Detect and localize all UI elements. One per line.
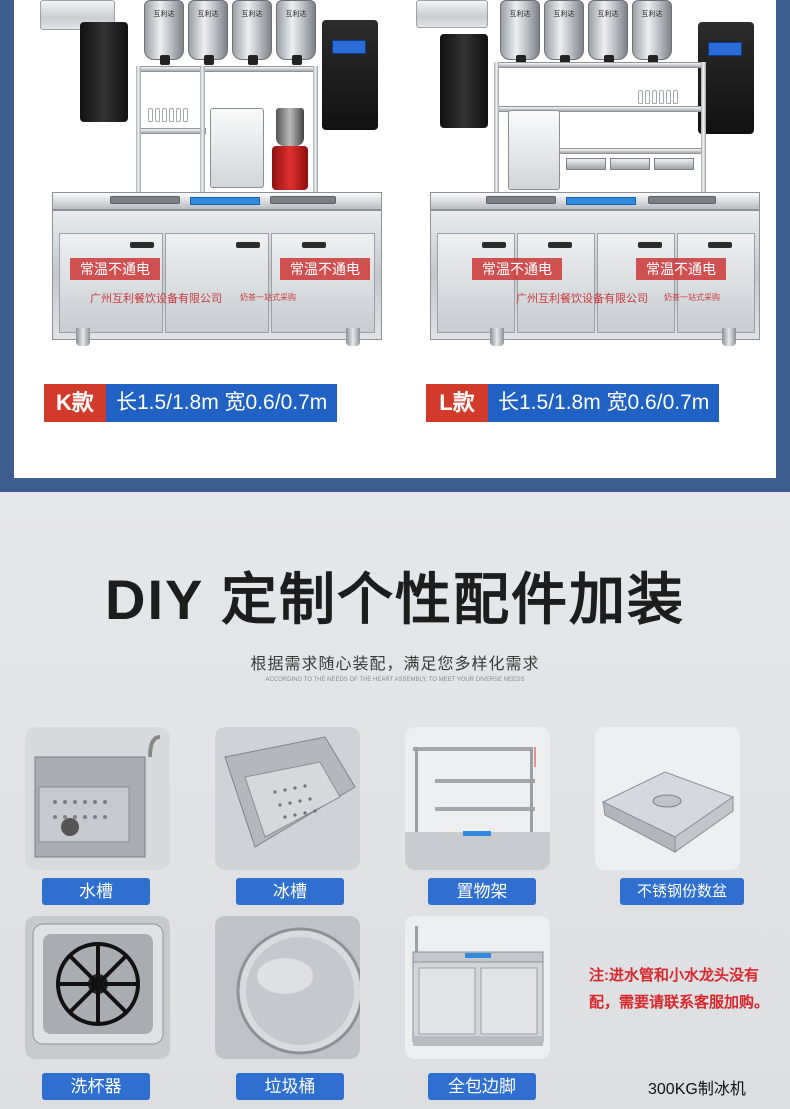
label-sink: 水槽	[42, 878, 150, 905]
counter-leg	[346, 328, 360, 346]
rack-top-shelf	[136, 66, 318, 72]
accessory-tile-sink	[25, 727, 170, 870]
steel-pan-icon	[595, 727, 740, 870]
diy-title: DIY 定制个性配件加装	[105, 568, 685, 631]
accessory-tile-shelf	[405, 727, 550, 870]
cabinet-door	[597, 233, 675, 333]
company-slogan: 奶茶一站式采购	[664, 293, 720, 302]
counter-leg	[490, 328, 504, 346]
cabinet-door	[437, 233, 515, 333]
cabinet-door	[271, 233, 375, 333]
ice-machine-caption: 300KG制冰机	[648, 1081, 746, 1098]
cup-sealer	[322, 20, 378, 130]
fructose-dispenser	[210, 108, 264, 188]
diy-subtitle-english: ACCORDING TO THE NEEDS OF THE HEART ASSE…	[265, 677, 525, 683]
cup-washer-icon	[25, 916, 170, 1059]
tea-bucket: 互利达	[144, 0, 184, 65]
rack-post	[701, 62, 706, 192]
ice-slot	[566, 197, 636, 205]
ice-machine	[80, 22, 128, 122]
tea-bucket: 互利达	[276, 0, 316, 65]
label-steel-pan: 不锈钢份数盆	[620, 878, 744, 905]
model-tag: L款	[426, 384, 488, 422]
model-tag: K款	[44, 384, 106, 422]
diy-subtitle: 根据需求随心装配，满足您多样化需求	[250, 656, 540, 673]
accessory-tile-trash-bin	[215, 916, 360, 1059]
label-shelf: 置物架	[428, 878, 536, 905]
sticker-ambient: 常温不通电	[636, 258, 726, 280]
rack-shelf	[556, 148, 704, 154]
full-edge-base-icon	[405, 916, 550, 1059]
section-divider	[0, 478, 790, 492]
rack-post	[313, 66, 318, 192]
fructose-dispenser	[508, 110, 560, 190]
label-cup-washer: 洗杯器	[42, 1073, 150, 1100]
sticker-ambient: 常温不通电	[70, 258, 160, 280]
company-name: 广州互利餐饮设备有限公司	[90, 293, 222, 305]
product-showcase-panel: 互利达 互利达 互利达 互利达 常温不通电 常温不通电 广州互	[14, 0, 776, 478]
steel-pan	[566, 158, 606, 170]
trash-bin-icon	[215, 916, 360, 1059]
rack-post	[494, 62, 499, 192]
label-full-edge-base: 全包边脚	[428, 1073, 536, 1100]
ice-machine-base	[416, 0, 488, 28]
sink-left	[110, 196, 180, 204]
accessory-tile-cup-washer	[25, 916, 170, 1059]
label-ice-tray: 冰槽	[236, 878, 344, 905]
ice-machine	[440, 34, 488, 128]
ice-tray-icon	[215, 727, 360, 870]
syrup-bottles	[148, 108, 190, 127]
accessory-tile-ice-tray	[215, 727, 360, 870]
cabinet-door	[677, 233, 755, 333]
model-l-label: L款 长1.5/1.8m 宽0.6/0.7m	[426, 384, 720, 422]
tea-bucket: 互利达	[188, 0, 228, 65]
syrup-bottles	[638, 90, 680, 109]
accessory-tile-steel-pan	[595, 727, 740, 870]
accessory-tile-full-edge-base	[405, 916, 550, 1059]
model-k-label: K款 长1.5/1.8m 宽0.6/0.7m	[44, 384, 338, 422]
shelf-icon	[405, 727, 550, 870]
sticker-ambient: 常温不通电	[280, 258, 370, 280]
model-spec: 长1.5/1.8m 宽0.6/0.7m	[488, 384, 720, 422]
rack-shelf	[136, 128, 206, 134]
rack-top-shelf	[494, 62, 704, 68]
sink-icon	[25, 727, 170, 870]
blender	[270, 108, 310, 190]
sticker-ambient: 常温不通电	[472, 258, 562, 280]
label-trash-bin: 垃圾桶	[236, 1073, 344, 1100]
counter-leg	[722, 328, 736, 346]
tea-bucket: 互利达	[500, 0, 540, 65]
tea-bucket: 互利达	[232, 0, 272, 65]
ice-machine-base	[40, 0, 115, 30]
tea-bucket: 互利达	[544, 0, 584, 65]
tea-bucket: 互利达	[632, 0, 672, 65]
steel-pan	[654, 158, 694, 170]
rack-post	[136, 66, 141, 192]
ice-slot	[190, 197, 260, 205]
cabinet-door	[517, 233, 595, 333]
counter-body	[430, 210, 760, 340]
rack-post	[200, 66, 205, 192]
accessory-note: 注:进水管和小水龙头没有配，需要请联系客服加购。	[589, 967, 770, 1011]
product-l-illustration: 互利达 互利达 互利达 互利达 常温不通电 常温不通电 广州互利餐饮设备有限公司…	[416, 0, 760, 360]
steel-pan	[610, 158, 650, 170]
company-name: 广州互利餐饮设备有限公司	[516, 293, 648, 305]
sink-right	[648, 196, 716, 204]
product-k-illustration: 互利达 互利达 互利达 互利达 常温不通电 常温不通电 广州互	[40, 0, 382, 360]
tea-bucket: 互利达	[588, 0, 628, 65]
counter-leg	[76, 328, 90, 346]
cup-sealer	[698, 22, 754, 134]
company-slogan: 奶茶一站式采购	[240, 293, 296, 302]
cabinet-door	[165, 233, 269, 333]
cabinet-door	[59, 233, 163, 333]
sink-left	[486, 196, 556, 204]
sink-right	[270, 196, 336, 204]
model-spec: 长1.5/1.8m 宽0.6/0.7m	[106, 384, 338, 422]
